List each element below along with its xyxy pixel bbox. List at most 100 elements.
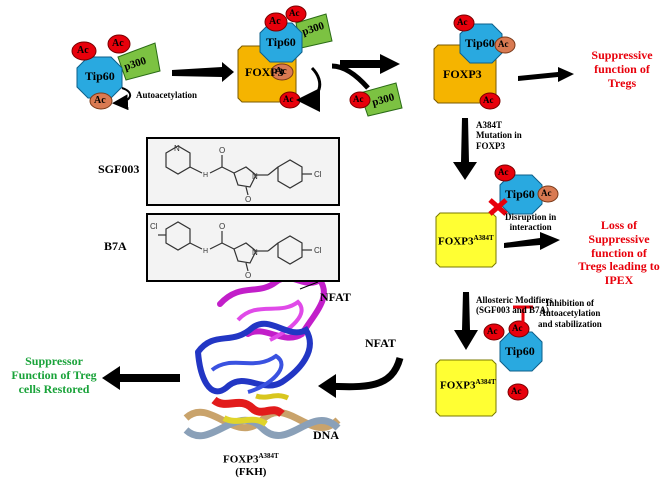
line: and stabilization <box>538 318 602 329</box>
arrow-left <box>102 366 180 390</box>
ac-circle <box>494 164 516 182</box>
suppressive-function-label: Suppressive function of Tregs <box>585 48 659 90</box>
complex-foxp3-mutant-disrupted <box>435 164 559 268</box>
tip60-octagon <box>499 174 543 215</box>
foxp3-text: FOXP3 <box>438 235 474 248</box>
ac-circle <box>71 41 97 61</box>
ac-label: Ac <box>498 39 509 49</box>
mutation-superscript: A384T <box>473 234 494 242</box>
nfat-structure-label: NFAT <box>320 290 351 304</box>
inhibition-bar-icon <box>513 305 533 328</box>
ac-circle-brown <box>494 36 516 54</box>
restored-function-label: Suppressor Function of Treg cells Restor… <box>6 354 102 396</box>
pointer-line <box>299 281 319 290</box>
dna-label: DNA <box>313 428 339 442</box>
line: Suppressive <box>588 231 650 246</box>
ac-label: Ac <box>275 66 287 77</box>
ac-label: Ac <box>457 17 468 27</box>
foxp3-mutant-shape <box>435 359 497 417</box>
tip60-label: Tip60 <box>85 69 115 83</box>
autoacetylation-curve <box>112 87 132 111</box>
mutation-superscript: A384T <box>258 452 279 460</box>
ac-label: Ac <box>269 16 281 27</box>
allosteric-modifiers-label: Allosteric Modifiers (SGF003 and B7A) <box>476 295 553 316</box>
ac-circle-brown <box>89 92 113 110</box>
line: Allosteric Modifiers <box>476 295 553 305</box>
sgf003-molecule-drawing: N H O N O Cl <box>165 144 322 204</box>
line: Tregs <box>607 75 637 90</box>
b7a-structure-box: Cl H O N O Cl <box>146 213 340 282</box>
b7a-label: B7A <box>104 239 127 253</box>
sgf003-label: SGF003 <box>98 162 140 176</box>
line: Mutation in <box>476 130 522 141</box>
tip60-label: Tip60 <box>465 36 495 50</box>
mutation-superscript: A384T <box>475 378 496 386</box>
ac-label: Ac <box>94 95 106 106</box>
tip60-label: Tip60 <box>505 344 535 358</box>
line: function of <box>594 61 650 76</box>
line: IPEX <box>604 273 634 288</box>
ac-label: Ac <box>483 95 494 105</box>
atom-cl: Cl <box>314 246 322 255</box>
ac-label: Ac <box>353 94 364 104</box>
inhibition-label: Inhibition of Autoacetylation and stabil… <box>538 298 602 329</box>
atom-nh: H <box>203 172 208 179</box>
atom-o: O <box>219 146 225 155</box>
disruption-x-icon <box>488 198 508 216</box>
p300-release <box>331 54 403 117</box>
arrow-down <box>453 118 477 180</box>
ac-label: Ac <box>541 188 552 198</box>
nfat-arrow-label: NFAT <box>365 336 396 350</box>
atom-o-ring: O <box>245 195 251 204</box>
ac-label: Ac <box>283 94 294 104</box>
line: (SGF003 and B7A) <box>476 305 550 316</box>
line: Disruption in <box>505 212 557 222</box>
b7a-molecule-drawing: Cl H O N O Cl <box>150 221 322 280</box>
loss-of-function-label: Loss of Suppressive function of Tregs le… <box>572 218 666 288</box>
ac-circle <box>349 91 371 109</box>
tip60-label: Tip60 <box>505 187 535 201</box>
ac-label: Ac <box>112 38 124 49</box>
fkh-helix <box>255 393 290 401</box>
ac-label: Ac <box>289 8 300 18</box>
autoacetylation-label: Autoacetylation <box>136 90 197 100</box>
foxp3-mutant-label: FOXP3A384T <box>440 378 496 392</box>
curved-arrow <box>296 66 322 112</box>
ac-circle <box>453 14 475 32</box>
ac-label: Ac <box>77 45 89 56</box>
ac-circle <box>479 92 501 110</box>
atom-cl: Cl <box>150 222 158 231</box>
atom-n-ring: N <box>252 248 258 257</box>
ac-circle-brown <box>537 185 559 203</box>
nfat-curve-arrow <box>323 356 404 391</box>
line: cells Restored <box>18 381 90 396</box>
tip60-octagon <box>499 331 543 372</box>
ac-circle <box>483 323 505 341</box>
fkh-text: (FKH) <box>235 466 267 479</box>
complex-foxp3-tip60-p300 <box>237 5 333 112</box>
complex-foxp3-tip60 <box>433 14 516 110</box>
atom-cl: Cl <box>314 170 322 179</box>
line: FOXP3 <box>476 140 505 151</box>
ac-circle <box>507 383 529 401</box>
ac-circle <box>107 34 131 54</box>
ac-label: Ac <box>512 323 523 333</box>
ac-label: Ac <box>511 386 522 396</box>
foxp3-nfat-dna-structure <box>183 275 341 440</box>
line: Inhibition of <box>545 298 595 308</box>
p300-shape <box>359 82 403 117</box>
foxp3-text: FOXP3 <box>440 379 476 392</box>
complex-tip60-p300-1 <box>71 34 161 111</box>
ac-label: Ac <box>487 326 498 336</box>
arrow-right <box>504 232 560 250</box>
ac-label: Ac <box>498 167 509 177</box>
nfat-blue-ribbon <box>195 320 313 395</box>
fkh-label: FOXP3A384T (FKH) <box>223 452 279 479</box>
p300-shape <box>117 42 161 81</box>
line: function of <box>591 245 647 260</box>
arrow-right <box>172 62 234 82</box>
line: Tregs leading to <box>578 259 660 274</box>
release-arrow <box>331 63 370 90</box>
line: Autoacetylation <box>539 308 601 319</box>
